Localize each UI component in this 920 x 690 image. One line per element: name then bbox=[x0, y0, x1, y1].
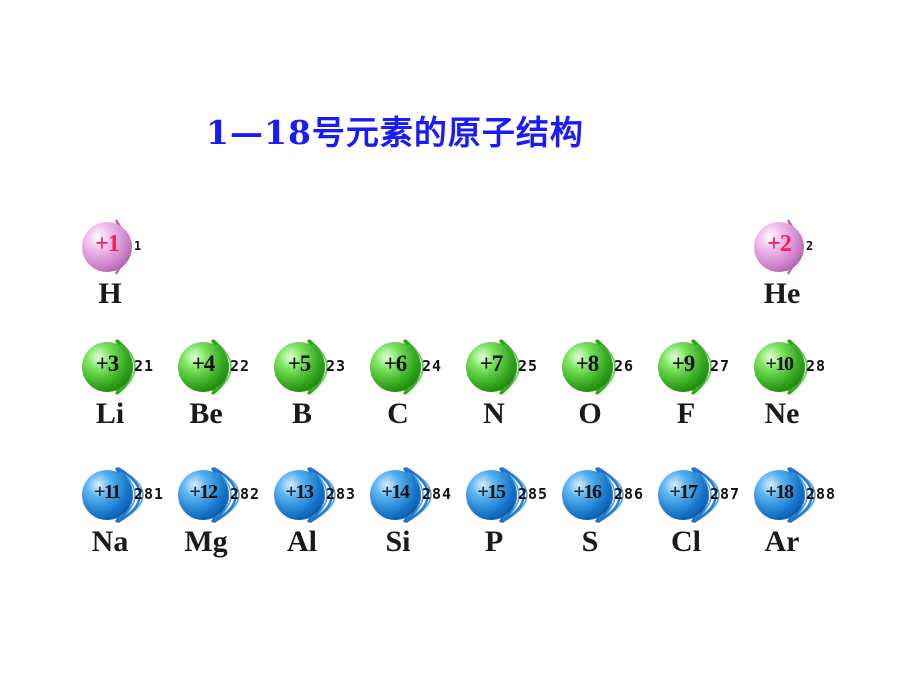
element-symbol: F bbox=[676, 397, 696, 430]
nucleus-icon bbox=[658, 342, 708, 392]
electron-configuration: 25 bbox=[518, 357, 539, 375]
electron-configuration: 286 bbox=[614, 485, 645, 503]
nucleus-icon bbox=[466, 470, 516, 520]
element-symbol: Be bbox=[189, 397, 223, 430]
element-symbol: C bbox=[387, 397, 409, 430]
element-symbol: N bbox=[483, 397, 505, 430]
nuclear-charge: +2 bbox=[767, 231, 792, 257]
element-symbol: Ne bbox=[764, 397, 800, 430]
electron-configuration: 283 bbox=[326, 485, 357, 503]
nucleus-icon bbox=[562, 470, 612, 520]
element-symbol: Ar bbox=[764, 525, 800, 558]
electron-configuration: 285 bbox=[518, 485, 549, 503]
element-symbol: He bbox=[763, 277, 801, 310]
page-title: 1—18号元素的原子结构 bbox=[206, 113, 584, 152]
nucleus-icon bbox=[178, 470, 228, 520]
nucleus-icon bbox=[82, 342, 132, 392]
element-symbol: Al bbox=[287, 525, 317, 558]
nuclear-charge: +8 bbox=[575, 351, 600, 376]
nucleus-icon bbox=[754, 222, 804, 272]
element-symbol: H bbox=[98, 277, 122, 310]
element-symbol: O bbox=[578, 397, 602, 430]
nucleus-icon bbox=[562, 342, 612, 392]
nucleus-icon bbox=[178, 342, 228, 392]
element-symbol: B bbox=[291, 397, 312, 430]
electron-configuration: 21 bbox=[134, 357, 155, 375]
nuclear-charge: +15 bbox=[477, 481, 506, 503]
nuclear-charge: +6 bbox=[383, 351, 408, 376]
element-symbol: Si bbox=[385, 525, 411, 558]
electron-configuration: 282 bbox=[230, 485, 261, 503]
electron-configuration: 281 bbox=[134, 485, 165, 503]
nucleus-icon bbox=[82, 222, 132, 272]
electron-configuration: 284 bbox=[422, 485, 453, 503]
electron-configuration: 2 bbox=[806, 239, 815, 253]
element-symbol: P bbox=[484, 525, 504, 558]
electron-configuration: 28 bbox=[806, 357, 827, 375]
nuclear-charge: +10 bbox=[765, 353, 794, 375]
electron-configuration: 27 bbox=[710, 357, 731, 375]
nucleus-icon bbox=[274, 342, 324, 392]
nuclear-charge: +13 bbox=[285, 481, 314, 503]
nucleus-icon bbox=[754, 470, 804, 520]
nuclear-charge: +11 bbox=[94, 481, 121, 503]
nucleus-icon bbox=[658, 470, 708, 520]
nuclear-charge: +3 bbox=[95, 351, 120, 376]
nuclear-charge: +12 bbox=[189, 481, 218, 503]
nuclear-charge: +4 bbox=[191, 351, 216, 376]
element-symbol: Mg bbox=[184, 525, 228, 558]
electron-configuration: 26 bbox=[614, 357, 635, 375]
nuclear-charge: +7 bbox=[479, 351, 504, 376]
electron-configuration: 23 bbox=[326, 357, 347, 375]
nuclear-charge: +9 bbox=[671, 351, 696, 376]
nucleus-icon bbox=[370, 342, 420, 392]
electron-configuration: 287 bbox=[710, 485, 741, 503]
nuclear-charge: +18 bbox=[765, 481, 794, 503]
nucleus-icon bbox=[754, 342, 804, 392]
nucleus-icon bbox=[466, 342, 516, 392]
nuclear-charge: +5 bbox=[287, 351, 312, 376]
element-symbol: Na bbox=[91, 525, 129, 558]
nuclear-charge: +14 bbox=[381, 481, 410, 503]
electron-configuration: 22 bbox=[230, 357, 251, 375]
element-symbol: Cl bbox=[671, 525, 701, 558]
element-symbol: Li bbox=[95, 397, 125, 430]
element-symbol: S bbox=[581, 525, 599, 558]
electron-configuration: 288 bbox=[806, 485, 837, 503]
nucleus-icon bbox=[274, 470, 324, 520]
nuclear-charge: +16 bbox=[573, 481, 602, 503]
electron-configuration: 24 bbox=[422, 357, 443, 375]
nucleus-icon bbox=[370, 470, 420, 520]
nucleus-icon bbox=[82, 470, 132, 520]
nuclear-charge: +17 bbox=[669, 481, 698, 503]
electron-configuration: 1 bbox=[134, 239, 143, 253]
nuclear-charge: +1 bbox=[95, 231, 120, 257]
